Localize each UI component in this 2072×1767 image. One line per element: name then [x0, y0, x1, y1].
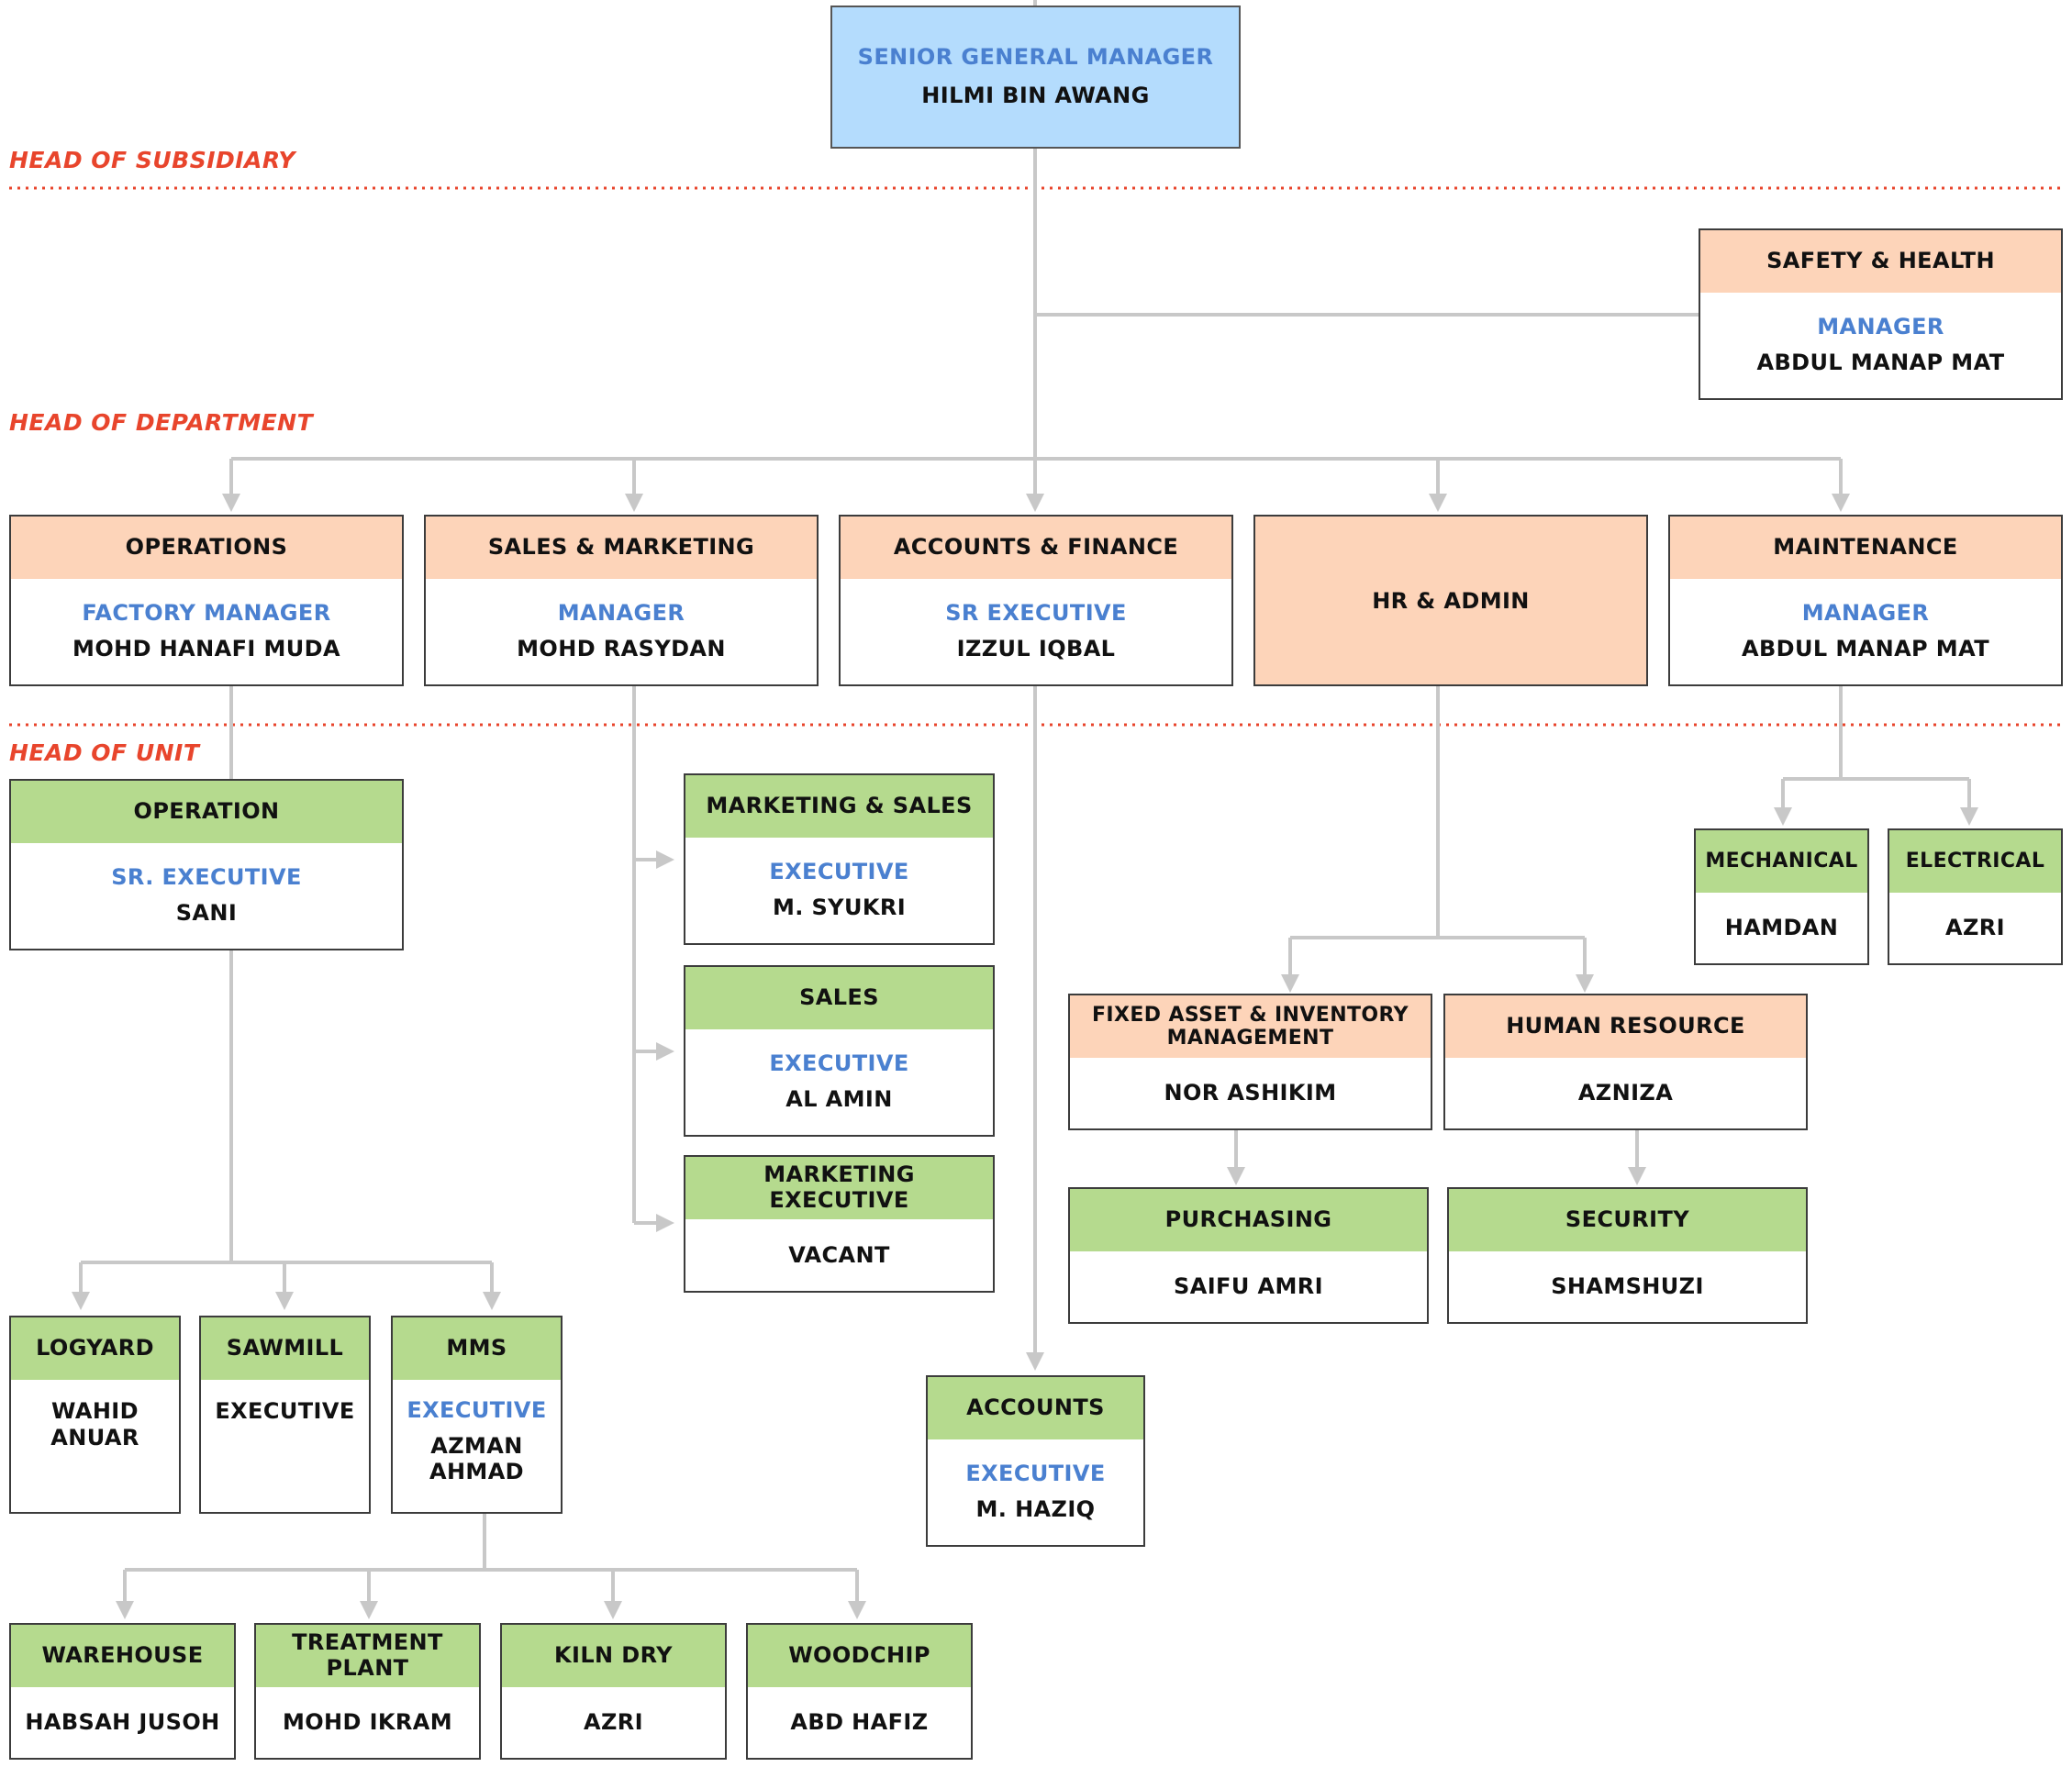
- band-label-subsidiary: HEAD OF SUBSIDIARY: [9, 147, 295, 173]
- node-name: MOHD IKRAM: [282, 1709, 453, 1736]
- node-role: MANAGER: [1817, 314, 1944, 340]
- node-role: EXECUTIVE: [769, 859, 909, 885]
- node-accounts[interactable]: ACCOUNTS EXECUTIVE M. HAZIQ: [926, 1375, 1145, 1547]
- node-maintenance[interactable]: MAINTENANCE MANAGER ABDUL MANAP MAT: [1668, 515, 2063, 686]
- node-safety-health[interactable]: SAFETY & HEALTH MANAGER ABDUL MANAP MAT: [1699, 228, 2063, 400]
- band-label-unit: HEAD OF UNIT: [9, 739, 200, 766]
- node-title: MAINTENANCE: [1670, 517, 2061, 579]
- node-role: EXECUTIVE: [965, 1461, 1106, 1487]
- node-title: WOODCHIP: [748, 1625, 971, 1687]
- node-name: ABDUL MANAP MAT: [1742, 635, 1989, 661]
- node-title: SAWMILL: [201, 1317, 369, 1380]
- node-mms[interactable]: MMS EXECUTIVE AZMAN AHMAD: [391, 1316, 563, 1514]
- node-title: LOGYARD: [11, 1317, 179, 1380]
- node-marketing-executive[interactable]: MARKETING EXECUTIVE VACANT: [684, 1155, 995, 1293]
- node-name: HABSAH JUSOH: [25, 1709, 220, 1736]
- node-title: ACCOUNTS & FINANCE: [841, 517, 1231, 579]
- node-role: SENIOR GENERAL MANAGER: [857, 43, 1214, 70]
- node-sawmill[interactable]: SAWMILL EXECUTIVE: [199, 1316, 371, 1514]
- node-name: SANI: [175, 899, 238, 926]
- node-operation[interactable]: OPERATION SR. EXECUTIVE SANI: [9, 779, 404, 950]
- node-logyard[interactable]: LOGYARD WAHID ANUAR: [9, 1316, 181, 1514]
- node-name: AL AMIN: [785, 1085, 893, 1112]
- node-woodchip[interactable]: WOODCHIP ABD HAFIZ: [746, 1623, 973, 1760]
- node-fixed-asset-inventory[interactable]: FIXED ASSET & INVENTORY MANAGEMENT NOR A…: [1068, 994, 1432, 1130]
- node-title: HR & ADMIN: [1372, 587, 1530, 614]
- node-role: MANAGER: [1801, 600, 1930, 627]
- node-role: EXECUTIVE: [769, 1050, 909, 1077]
- node-title: WAREHOUSE: [11, 1625, 234, 1687]
- node-name: AZMAN AHMAD: [429, 1432, 525, 1485]
- node-title: MARKETING & SALES: [685, 775, 993, 838]
- node-name: AZRI: [584, 1709, 643, 1736]
- node-name: WAHID ANUAR: [50, 1398, 139, 1450]
- node-name: AZNIZA: [1577, 1080, 1674, 1106]
- node-name: IZZUL IQBAL: [956, 635, 1116, 661]
- node-role: SR EXECUTIVE: [945, 600, 1127, 627]
- node-title: TREATMENT PLANT: [256, 1625, 479, 1687]
- node-role: SR. EXECUTIVE: [111, 864, 302, 891]
- node-title: MMS: [393, 1317, 561, 1380]
- node-name: SHAMSHUZI: [1551, 1273, 1704, 1300]
- node-title: ACCOUNTS: [928, 1377, 1143, 1439]
- node-title: OPERATION: [11, 781, 402, 843]
- node-warehouse[interactable]: WAREHOUSE HABSAH JUSOH: [9, 1623, 236, 1760]
- band-label-department: HEAD OF DEPARTMENT: [9, 409, 314, 436]
- node-title: PURCHASING: [1070, 1189, 1427, 1251]
- node-sales-marketing[interactable]: SALES & MARKETING MANAGER MOHD RASYDAN: [424, 515, 819, 686]
- node-title: MECHANICAL: [1696, 830, 1867, 893]
- node-title: SECURITY: [1449, 1189, 1806, 1251]
- node-title: HUMAN RESOURCE: [1445, 995, 1806, 1058]
- node-electrical[interactable]: ELECTRICAL AZRI: [1888, 828, 2063, 965]
- node-name: NOR ASHIKIM: [1164, 1080, 1337, 1106]
- node-operations[interactable]: OPERATIONS FACTORY MANAGER MOHD HANAFI M…: [9, 515, 404, 686]
- node-name: VACANT: [788, 1241, 890, 1268]
- node-role: FACTORY MANAGER: [82, 600, 331, 627]
- node-title: SALES & MARKETING: [426, 517, 817, 579]
- node-title: OPERATIONS: [11, 517, 402, 579]
- node-sales[interactable]: SALES EXECUTIVE AL AMIN: [684, 965, 995, 1137]
- node-name: M. HAZIQ: [975, 1495, 1096, 1522]
- node-role: MANAGER: [557, 600, 685, 627]
- node-name: HAMDAN: [1724, 915, 1839, 941]
- node-name: MOHD RASYDAN: [517, 635, 726, 661]
- node-name: HILMI BIN AWANG: [921, 83, 1150, 109]
- node-senior-general-manager[interactable]: SENIOR GENERAL MANAGER HILMI BIN AWANG: [830, 6, 1241, 149]
- node-security[interactable]: SECURITY SHAMSHUZI: [1447, 1187, 1808, 1324]
- node-purchasing[interactable]: PURCHASING SAIFU AMRI: [1068, 1187, 1429, 1324]
- node-title: KILN DRY: [502, 1625, 725, 1687]
- node-title: ELECTRICAL: [1889, 830, 2061, 893]
- node-name: ABDUL MANAP MAT: [1756, 349, 2005, 375]
- node-mechanical[interactable]: MECHANICAL HAMDAN: [1694, 828, 1869, 965]
- node-role: EXECUTIVE: [407, 1397, 547, 1423]
- node-kiln-dry[interactable]: KILN DRY AZRI: [500, 1623, 727, 1760]
- node-title: FIXED ASSET & INVENTORY MANAGEMENT: [1070, 995, 1431, 1058]
- node-name: MOHD HANAFI MUDA: [72, 635, 340, 661]
- node-name: EXECUTIVE: [215, 1398, 355, 1424]
- node-title: SALES: [685, 967, 993, 1029]
- node-name: SAIFU AMRI: [1174, 1273, 1323, 1300]
- node-name: AZRI: [1945, 915, 2005, 941]
- node-title: SAFETY & HEALTH: [1700, 230, 2061, 293]
- node-human-resource[interactable]: HUMAN RESOURCE AZNIZA: [1443, 994, 1808, 1130]
- node-title: MARKETING EXECUTIVE: [685, 1157, 993, 1219]
- node-treatment-plant[interactable]: TREATMENT PLANT MOHD IKRAM: [254, 1623, 481, 1760]
- node-marketing-sales[interactable]: MARKETING & SALES EXECUTIVE M. SYUKRI: [684, 773, 995, 945]
- node-hr-admin[interactable]: HR & ADMIN: [1253, 515, 1648, 686]
- node-accounts-finance[interactable]: ACCOUNTS & FINANCE SR EXECUTIVE IZZUL IQ…: [839, 515, 1233, 686]
- node-name: M. SYUKRI: [772, 894, 907, 920]
- node-name: ABD HAFIZ: [790, 1709, 929, 1736]
